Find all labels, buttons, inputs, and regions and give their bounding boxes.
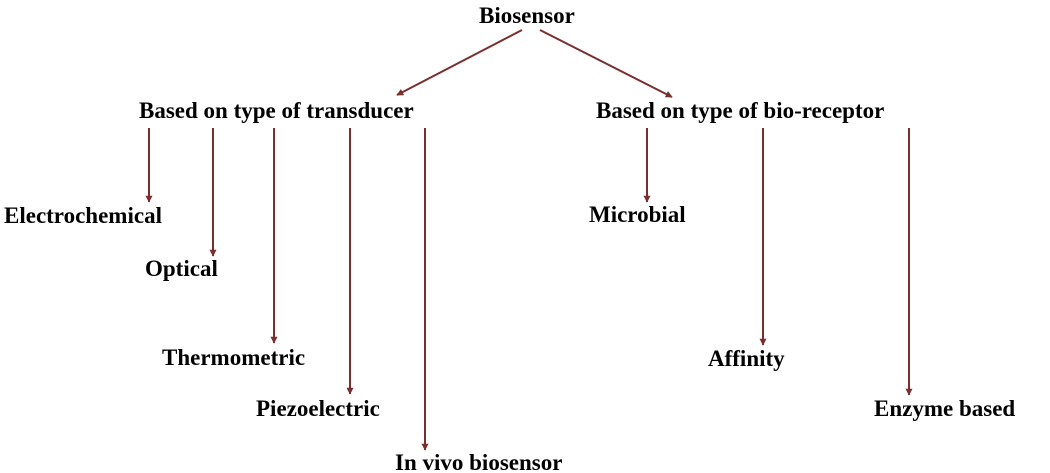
leaf-optical: Optical	[145, 256, 218, 281]
leaf-in-vivo-biosensor: In vivo biosensor	[395, 450, 563, 473]
leaf-affinity: Affinity	[708, 346, 785, 371]
root-node-biosensor: Biosensor	[479, 3, 575, 28]
branch-bioreceptor: Based on type of bio-receptor	[596, 98, 885, 123]
arrow-root-to-bioreceptor	[539, 29, 673, 98]
arrow-root-to-transducer	[396, 29, 523, 96]
leaf-thermometric: Thermometric	[162, 345, 306, 370]
leaf-microbial: Microbial	[589, 202, 686, 227]
leaf-piezoelectric: Piezoelectric	[256, 396, 380, 421]
leaf-electrochemical: Electrochemical	[4, 203, 162, 228]
leaf-enzyme-based: Enzyme based	[874, 396, 1016, 421]
branch-transducer: Based on type of transducer	[139, 98, 414, 123]
